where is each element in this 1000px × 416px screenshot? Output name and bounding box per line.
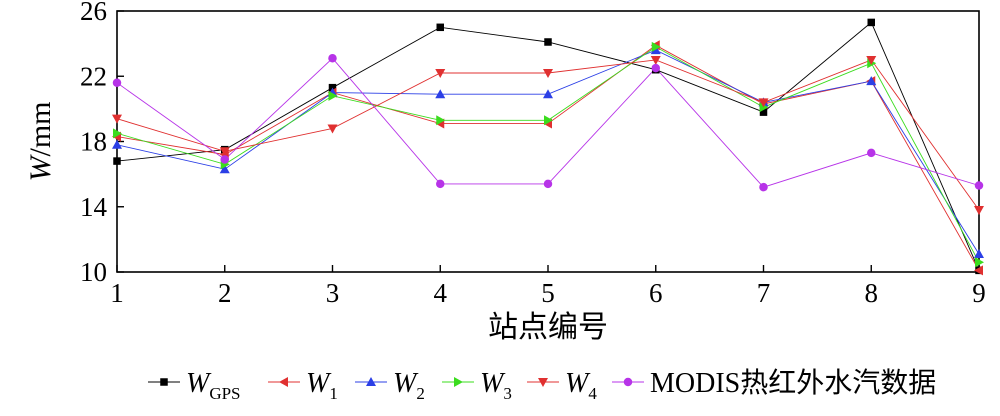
series-3-point-1 bbox=[112, 139, 122, 149]
legend-var-1: W bbox=[186, 368, 212, 399]
y-axis-label-unit: /mm bbox=[24, 101, 57, 156]
series-markers bbox=[112, 18, 984, 276]
x-tick-label: 9 bbox=[972, 278, 986, 308]
series-1-point-7 bbox=[759, 108, 768, 116]
legend-label-6: MODIS热红外水汽数据 bbox=[650, 367, 936, 399]
legend-marker-2 bbox=[279, 377, 288, 387]
series-4-point-3 bbox=[328, 90, 338, 101]
series-6-point-8 bbox=[867, 148, 876, 158]
series-4-point-4 bbox=[436, 115, 446, 126]
series-6-point-4 bbox=[436, 179, 445, 189]
series-3-point-5 bbox=[543, 89, 553, 99]
legend-label-3: W2 bbox=[393, 368, 425, 403]
y-tick-label: 26 bbox=[80, 0, 107, 26]
y-axis-label: W/mm bbox=[24, 101, 57, 181]
series-5-point-4 bbox=[435, 68, 446, 78]
series-1-point-5 bbox=[544, 38, 552, 46]
series-5-point-2 bbox=[219, 147, 230, 157]
series-3-point-8 bbox=[866, 76, 877, 86]
series-1-point-8 bbox=[867, 18, 875, 27]
series-5-point-8 bbox=[866, 55, 877, 65]
series-5-point-1 bbox=[112, 114, 122, 124]
series-1-point-1 bbox=[113, 157, 121, 165]
x-tick-label: 4 bbox=[434, 278, 448, 308]
series-line-2 bbox=[116, 44, 980, 271]
legend-var-5: W bbox=[565, 368, 591, 399]
series-6-point-7 bbox=[759, 182, 768, 192]
y-tick-label: 22 bbox=[80, 61, 107, 91]
legend-marker-4 bbox=[454, 377, 463, 387]
series-5-point-5 bbox=[543, 68, 553, 78]
series-3-point-2 bbox=[219, 164, 230, 174]
x-tick-label: 5 bbox=[541, 278, 555, 308]
legend-var-4: W bbox=[480, 368, 506, 399]
legend-label-4: W3 bbox=[480, 368, 512, 403]
x-tick-label: 6 bbox=[649, 278, 663, 308]
series-4-point-5 bbox=[544, 115, 553, 126]
axes: 10 14 18 22 26 1 2 3 4 5 6 7 8 9 站点编号 W/mm bbox=[24, 0, 986, 345]
series-4-point-9 bbox=[975, 257, 984, 268]
legend-label-1: WGPS bbox=[186, 368, 241, 403]
legend-sub-5: 4 bbox=[588, 384, 597, 403]
series-5-point-7 bbox=[758, 98, 769, 108]
x-tick-label: 1 bbox=[110, 278, 124, 308]
legend-var-2: W bbox=[306, 368, 332, 399]
series-5-point-9 bbox=[974, 206, 984, 216]
series-4-point-1 bbox=[113, 128, 122, 139]
series-6-point-1 bbox=[112, 78, 122, 88]
x-tick-label: 8 bbox=[865, 278, 879, 308]
y-tick-label: 14 bbox=[80, 192, 108, 222]
x-tick-label: 2 bbox=[218, 278, 232, 308]
legend-sub-4: 3 bbox=[503, 384, 512, 403]
series-4-point-6 bbox=[651, 41, 661, 52]
x-tick-label: 7 bbox=[757, 278, 771, 308]
series-6-point-3 bbox=[328, 54, 337, 63]
series-1-point-4 bbox=[436, 23, 444, 32]
series-6-point-9 bbox=[974, 181, 984, 190]
legend-marker-3 bbox=[366, 377, 376, 386]
legend-var-3: W bbox=[393, 368, 419, 399]
plot-frame bbox=[116, 10, 980, 273]
series-line-3 bbox=[116, 49, 980, 255]
legend-label-5: W4 bbox=[565, 368, 597, 403]
legend-label-2: W1 bbox=[306, 368, 338, 403]
x-axis-label: 站点编号 bbox=[488, 310, 608, 345]
legend-marker-6 bbox=[623, 377, 633, 387]
legend-marker-1 bbox=[160, 378, 168, 386]
series-5-point-6 bbox=[650, 55, 661, 65]
legend-sub-3: 2 bbox=[416, 384, 425, 403]
series-line-4 bbox=[116, 46, 980, 263]
y-tick-label: 10 bbox=[80, 257, 107, 287]
y-tick-label: 18 bbox=[80, 127, 107, 157]
legend-sub-2: 1 bbox=[329, 384, 338, 403]
series-5-point-3 bbox=[327, 124, 338, 134]
series-6-point-2 bbox=[220, 155, 229, 164]
y-axis-label-var: W bbox=[24, 154, 57, 182]
series-4-point-7 bbox=[759, 102, 769, 113]
series-2-point-9 bbox=[974, 265, 983, 276]
legend-sub-1: GPS bbox=[209, 384, 240, 403]
series-lines bbox=[116, 21, 980, 271]
legend-marker-5 bbox=[538, 378, 548, 387]
series-3-point-4 bbox=[435, 89, 446, 99]
x-tick-label: 3 bbox=[326, 278, 340, 308]
series-3-point-9 bbox=[974, 249, 984, 259]
series-6-point-6 bbox=[651, 63, 660, 73]
series-6-point-5 bbox=[543, 179, 553, 189]
